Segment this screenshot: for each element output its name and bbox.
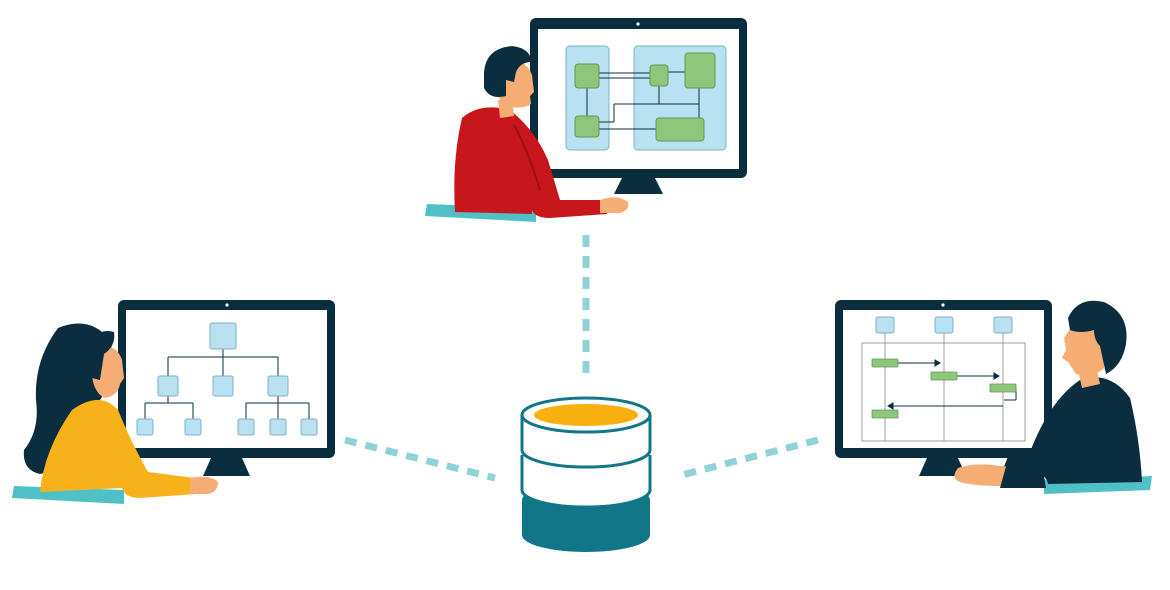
workstation-top xyxy=(425,18,747,222)
person-right-hair xyxy=(1068,300,1127,374)
flowchart-diagram xyxy=(565,45,727,151)
person-right-head xyxy=(1062,323,1104,376)
sequence-diagram xyxy=(861,316,1026,442)
person-top-hair xyxy=(484,46,532,97)
database-top-disc xyxy=(534,404,638,426)
person-left-torso xyxy=(40,400,196,498)
connector-right xyxy=(677,436,819,480)
person-left-hair xyxy=(23,323,113,474)
workstation-left xyxy=(12,300,335,504)
connector-left xyxy=(344,436,496,482)
database-icon xyxy=(520,396,652,552)
desk-left xyxy=(12,486,124,504)
tree-diagram xyxy=(136,322,318,436)
workstation-right xyxy=(835,300,1152,494)
connector-lines xyxy=(344,235,819,482)
